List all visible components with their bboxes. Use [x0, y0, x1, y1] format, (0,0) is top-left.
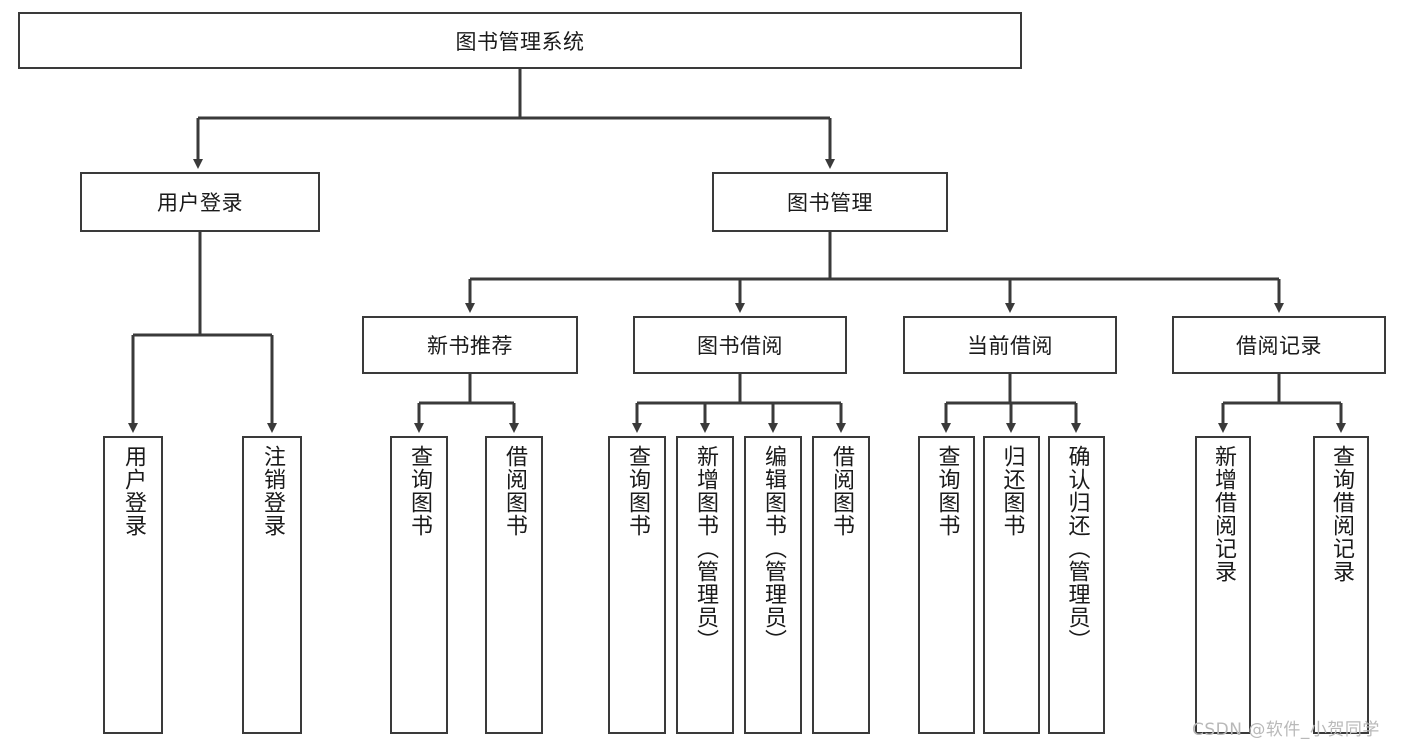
node-leaf-borrow-book-recommend[interactable]: 借阅图书	[485, 436, 543, 734]
node-leaf-edit-book-admin[interactable]: 编辑图书（管理员）	[744, 436, 802, 734]
node-level3-book-borrow-label: 图书借阅	[697, 334, 783, 358]
node-level3-current-borrow[interactable]: 当前借阅	[903, 316, 1117, 374]
node-leaf-query-book-recommend[interactable]: 查询图书	[390, 436, 448, 734]
node-root-label: 图书管理系统	[455, 29, 585, 54]
node-level3-book-borrow[interactable]: 图书借阅	[633, 316, 847, 374]
node-leaf-query-book-borrow-label: 查询图书	[624, 445, 650, 537]
node-leaf-return-book[interactable]: 归还图书	[983, 436, 1040, 734]
node-level3-new-book-recommend[interactable]: 新书推荐	[362, 316, 578, 374]
node-leaf-add-book-admin-label: 新增图书（管理员）	[692, 445, 718, 652]
node-leaf-logout-label: 注销登录	[259, 445, 285, 537]
node-level3-borrow-record-label: 借阅记录	[1236, 334, 1322, 358]
node-root[interactable]: 图书管理系统	[18, 12, 1022, 69]
node-leaf-query-book-recommend-label: 查询图书	[406, 445, 432, 537]
node-leaf-add-borrow-record-label: 新增借阅记录	[1210, 445, 1236, 583]
node-leaf-user-login-label: 用户登录	[120, 445, 146, 537]
node-leaf-add-book-admin[interactable]: 新增图书（管理员）	[676, 436, 734, 734]
node-level2-user-login-label: 用户登录	[157, 191, 243, 215]
node-level3-new-book-recommend-label: 新书推荐	[427, 334, 513, 358]
node-leaf-query-borrow-record[interactable]: 查询借阅记录	[1313, 436, 1369, 734]
node-level2-book-management-label: 图书管理	[787, 191, 873, 215]
node-leaf-logout[interactable]: 注销登录	[242, 436, 302, 734]
node-leaf-query-borrow-record-label: 查询借阅记录	[1328, 445, 1354, 583]
node-leaf-add-borrow-record[interactable]: 新增借阅记录	[1195, 436, 1251, 734]
node-leaf-edit-book-admin-label: 编辑图书（管理员）	[760, 445, 786, 652]
node-level2-user-login[interactable]: 用户登录	[80, 172, 320, 232]
node-leaf-query-book-borrow[interactable]: 查询图书	[608, 436, 666, 734]
node-leaf-confirm-return-admin[interactable]: 确认归还（管理员）	[1048, 436, 1105, 734]
node-leaf-query-book-current-label: 查询图书	[934, 445, 960, 537]
node-level3-current-borrow-label: 当前借阅	[967, 334, 1053, 358]
node-leaf-user-login[interactable]: 用户登录	[103, 436, 163, 734]
node-leaf-borrow-book-recommend-label: 借阅图书	[501, 445, 527, 537]
node-leaf-query-book-current[interactable]: 查询图书	[918, 436, 975, 734]
node-level2-book-management[interactable]: 图书管理	[712, 172, 948, 232]
node-leaf-return-book-label: 归还图书	[999, 445, 1025, 537]
node-level3-borrow-record[interactable]: 借阅记录	[1172, 316, 1386, 374]
node-leaf-confirm-return-admin-label: 确认归还（管理员）	[1064, 445, 1090, 652]
node-leaf-borrow-book[interactable]: 借阅图书	[812, 436, 870, 734]
node-leaf-borrow-book-label: 借阅图书	[828, 445, 854, 537]
watermark: CSDN @软件_小贺同学	[1192, 720, 1380, 740]
